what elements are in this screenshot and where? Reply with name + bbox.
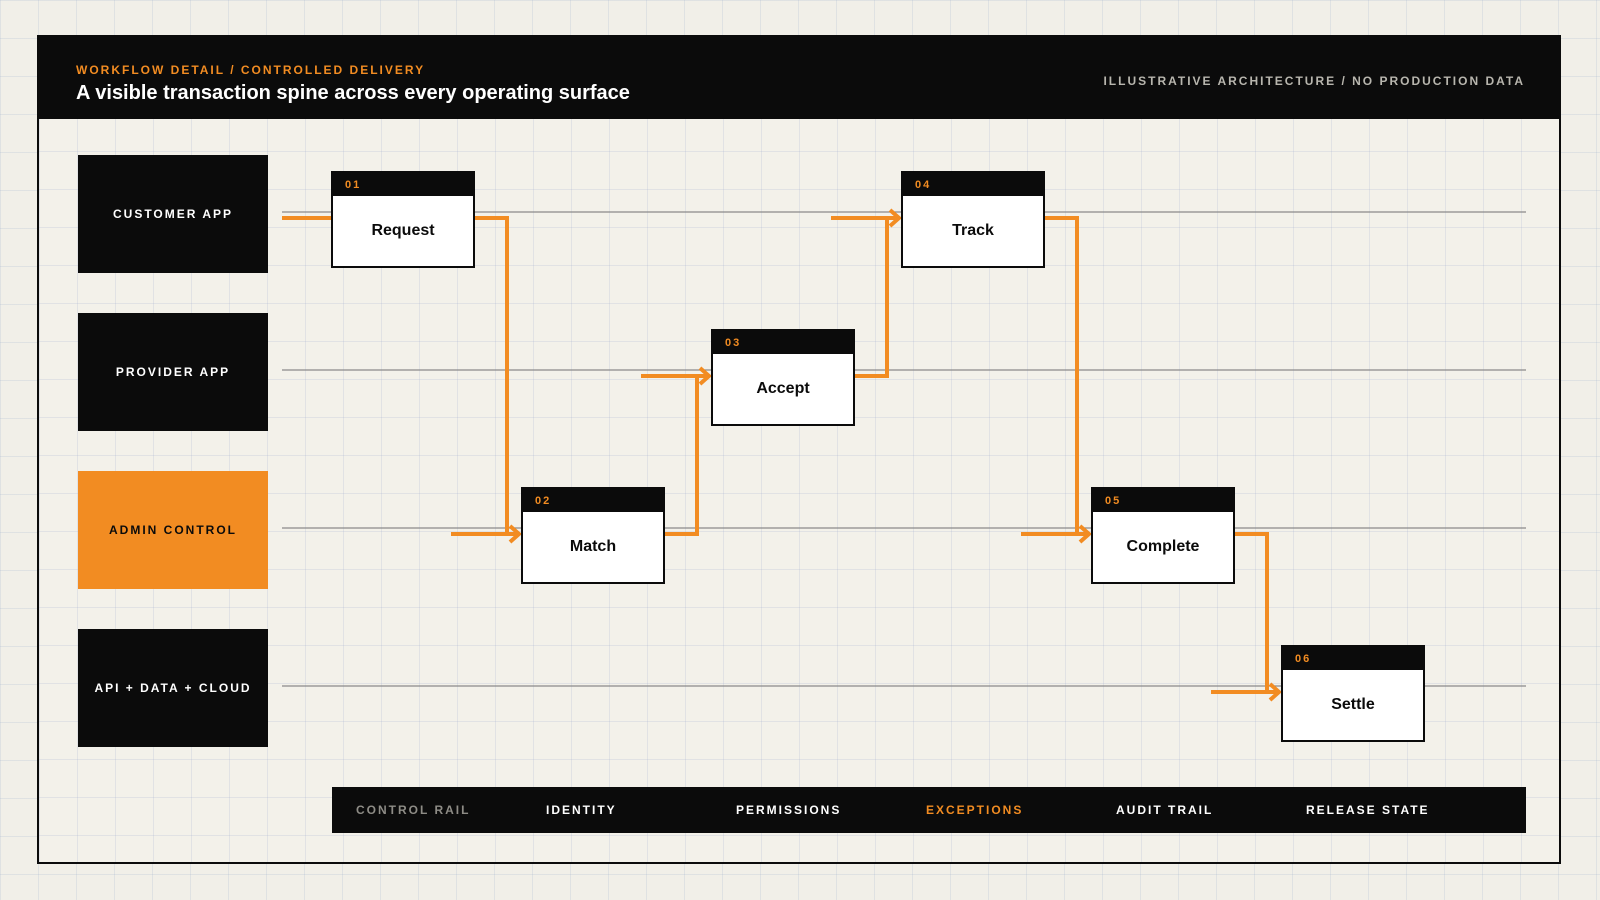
eyebrow-label: WORKFLOW DETAIL / CONTROLLED DELIVERY [76, 63, 426, 77]
step-label: Settle [1331, 696, 1375, 713]
lane-admin-control: ADMIN CONTROL [78, 471, 268, 589]
control-rail: CONTROL RAIL IDENTITY PERMISSIONS EXCEPT… [332, 787, 1526, 833]
arrow-right-icon [888, 208, 903, 228]
lane-label: CUSTOMER APP [112, 207, 233, 221]
lane-label: API + DATA + CLOUD [94, 681, 252, 695]
connector-1-2 [475, 216, 519, 536]
step-request[interactable]: 01 Request [331, 171, 475, 268]
page-title: A visible transaction spine across every… [76, 82, 630, 104]
step-number: 01 [333, 173, 473, 196]
step-label: Accept [756, 380, 810, 397]
step-label: Track [952, 222, 994, 239]
step-match[interactable]: 02 Match [521, 487, 665, 584]
connector-4-5 [1045, 216, 1089, 536]
step-label: Match [569, 538, 617, 555]
rail-item-audit-trail[interactable]: AUDIT TRAIL [1116, 803, 1214, 817]
step-complete[interactable]: 05 Complete [1091, 487, 1235, 584]
flow-diagram [282, 208, 1526, 702]
step-label: Request [371, 222, 435, 239]
step-track[interactable]: 04 Track [901, 171, 1045, 268]
lane-api-data-cloud: API + DATA + CLOUD [78, 629, 268, 747]
connector-2-3 [665, 374, 709, 536]
lane-label: PROVIDER APP [115, 365, 231, 379]
lane-label: ADMIN CONTROL [109, 523, 237, 537]
disclaimer-label: ILLUSTRATIVE ARCHITECTURE / NO PRODUCTIO… [1103, 74, 1525, 88]
rail-item-permissions[interactable]: PERMISSIONS [736, 803, 842, 817]
arrow-right-icon [698, 366, 713, 386]
connector-5-6 [1235, 532, 1279, 694]
arrow-right-icon [508, 524, 523, 544]
step-number: 04 [903, 173, 1043, 196]
lane-provider-app: PROVIDER APP [78, 313, 268, 431]
step-number: 02 [523, 489, 663, 512]
control-rail-title: CONTROL RAIL [356, 803, 471, 817]
connectors [282, 208, 1283, 702]
connector-3-4 [855, 216, 899, 378]
header-bar: WORKFLOW DETAIL / CONTROLLED DELIVERY A … [39, 37, 1559, 119]
rail-item-release-state[interactable]: RELEASE STATE [1306, 803, 1430, 817]
arrow-right-icon [1268, 682, 1283, 702]
step-number: 06 [1283, 647, 1423, 670]
diagram-frame: WORKFLOW DETAIL / CONTROLLED DELIVERY A … [37, 35, 1561, 864]
step-number: 03 [713, 331, 853, 354]
step-settle[interactable]: 06 Settle [1281, 645, 1425, 742]
arrow-right-icon [1078, 524, 1093, 544]
lane-lines [282, 211, 1526, 687]
step-label: Complete [1126, 538, 1200, 555]
rail-item-exceptions[interactable]: EXCEPTIONS [926, 803, 1024, 817]
step-accept[interactable]: 03 Accept [711, 329, 855, 426]
rail-item-identity[interactable]: IDENTITY [546, 803, 617, 817]
step-number: 05 [1093, 489, 1233, 512]
lane-customer-app: CUSTOMER APP [78, 155, 268, 273]
